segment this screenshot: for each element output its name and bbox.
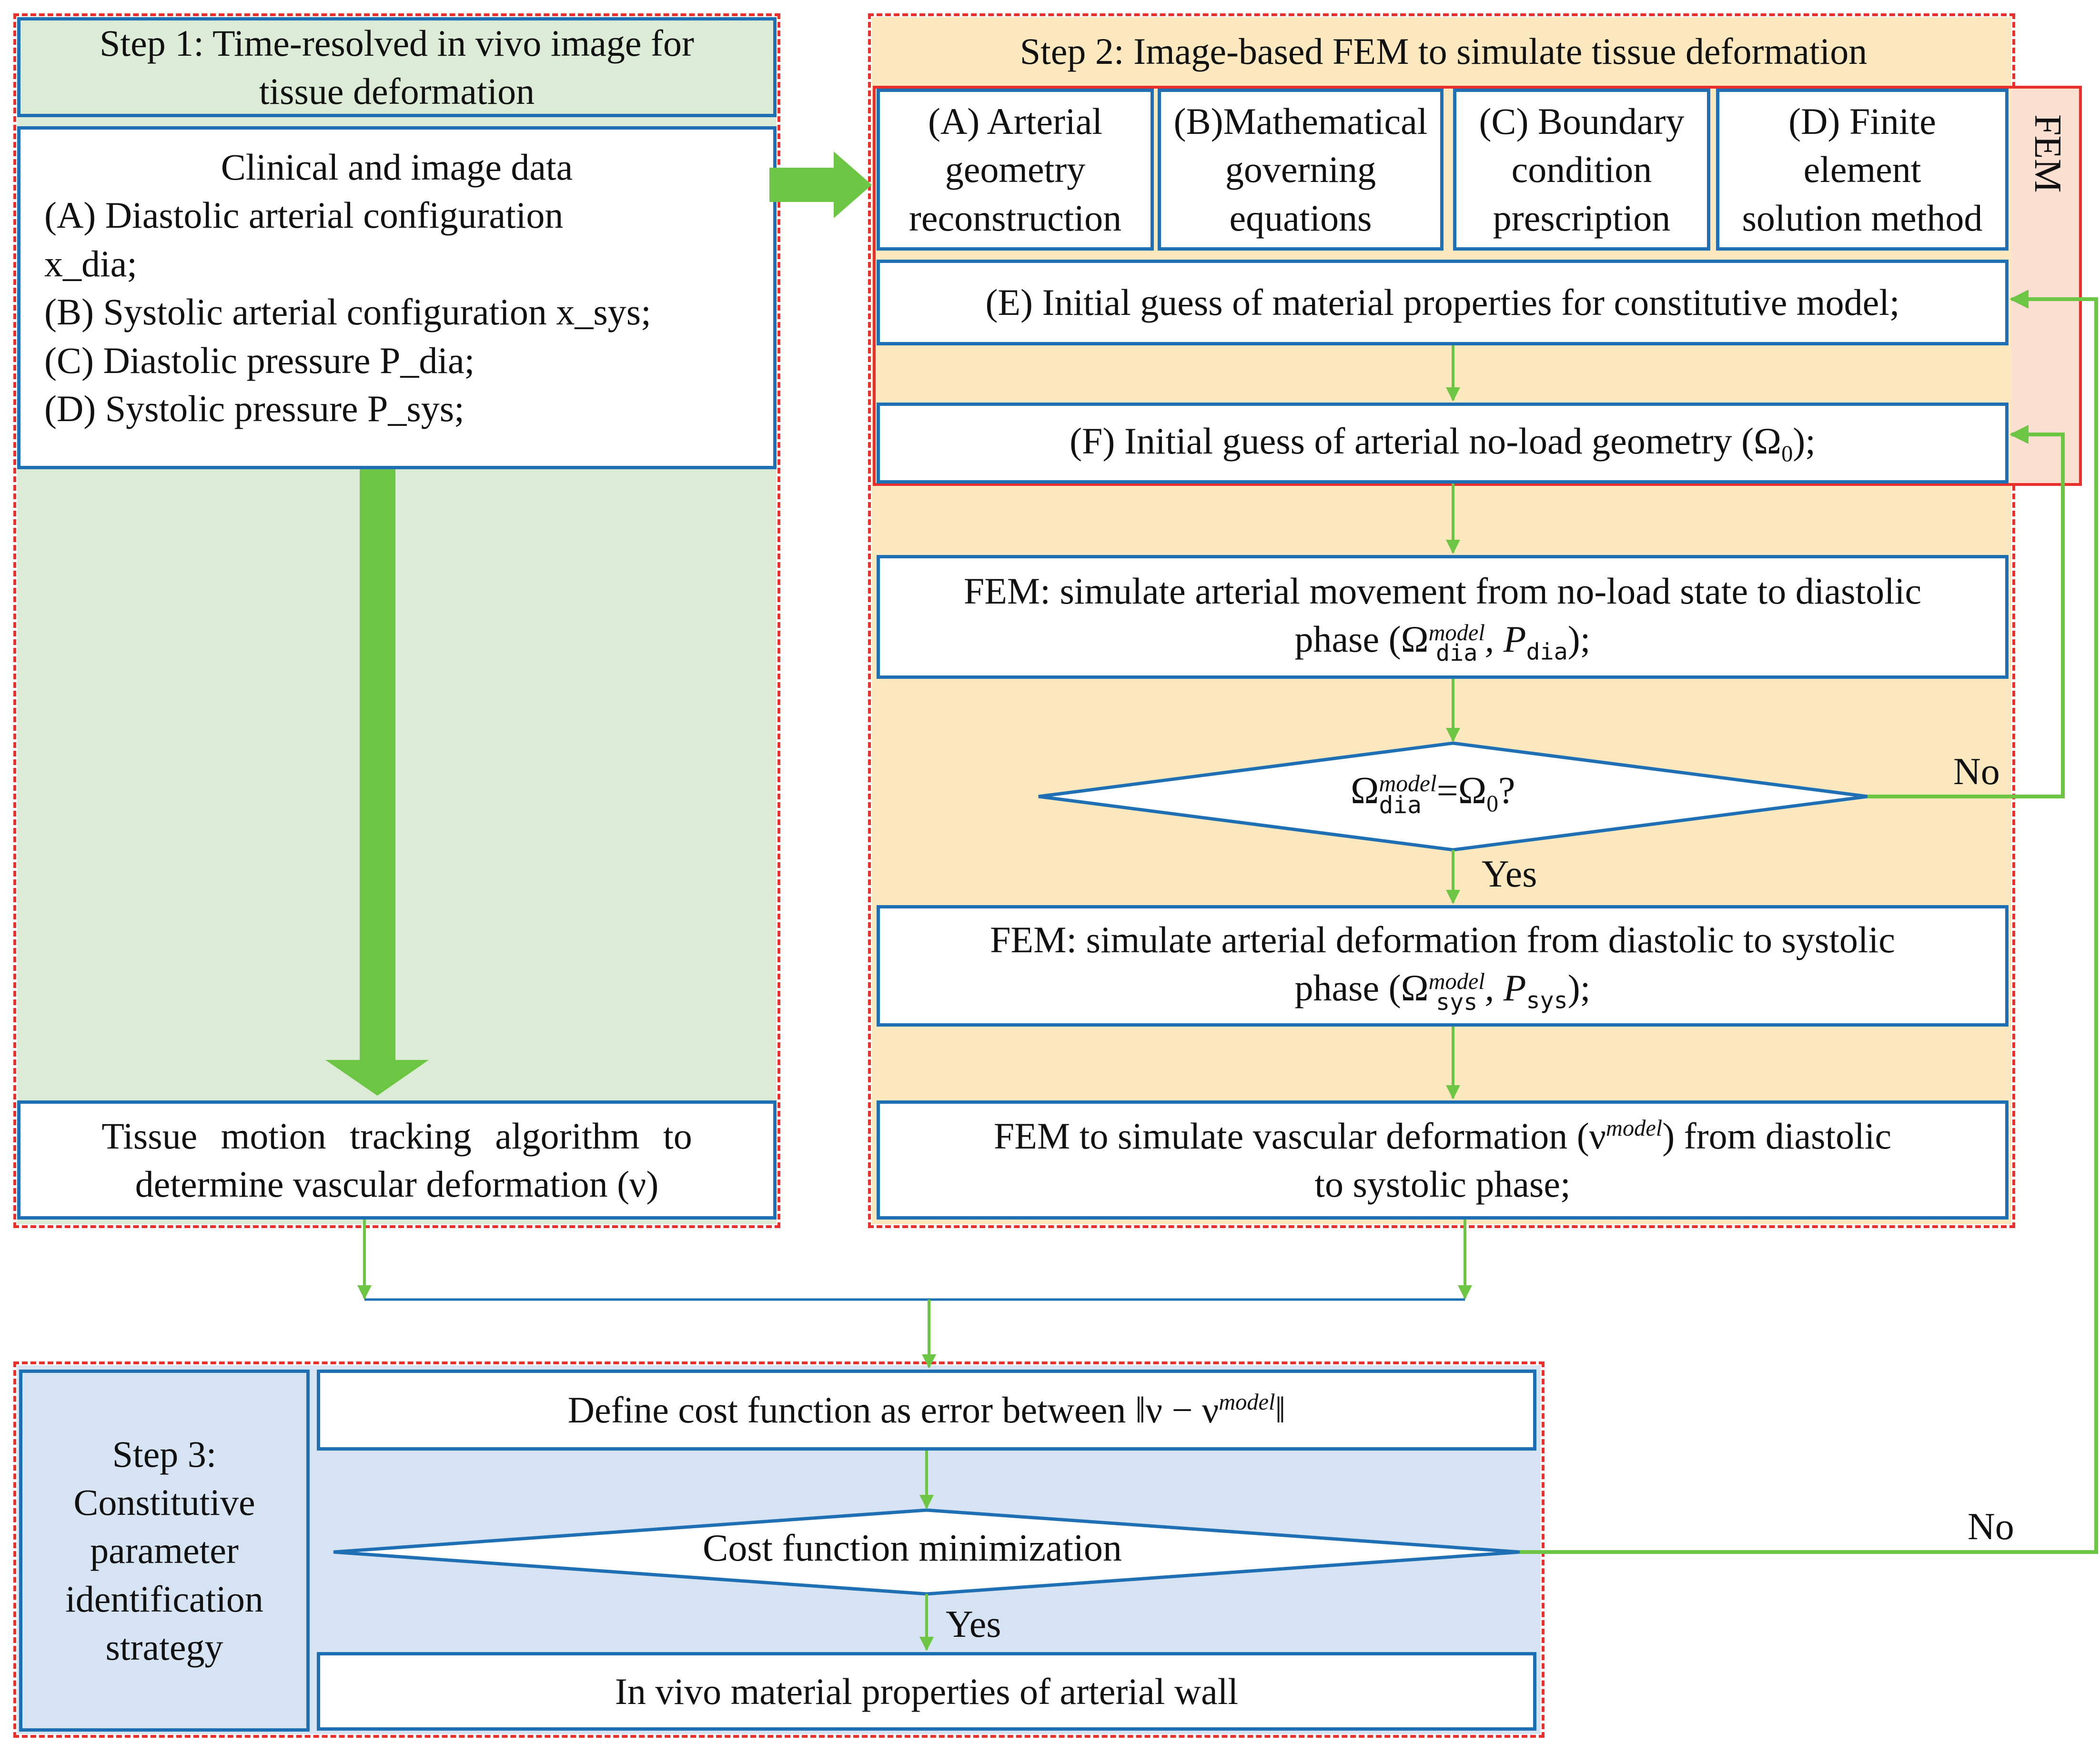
result-box: In vivo material properties of arterial … (317, 1652, 1536, 1731)
sim-diastolic-line1: FEM: simulate arterial movement from no-… (963, 570, 1922, 612)
step1-header-line1: Step 1: Time-resolved in vivo image for (100, 22, 694, 64)
big-arrow-down (325, 469, 429, 1096)
step2-header: Step 2: Image-based FEM to simulate tiss… (877, 19, 2010, 83)
step1-region (13, 13, 780, 1228)
step1-header-line2: tissue deformation (259, 71, 535, 112)
clinical-item-a: (A) Diastolic arterial configuration (44, 194, 564, 236)
vascular-sim-line2: to systolic phase; (1314, 1163, 1571, 1205)
vascular-sim-box: FEM to simulate vascular deformation (νm… (877, 1100, 2009, 1220)
cost-function-text: Define cost function as error between ‖ν… (567, 1389, 1286, 1431)
decision-yes-label: Yes (1482, 853, 1537, 895)
step3-region (13, 1361, 1545, 1738)
step2-header-text: Step 2: Image-based FEM to simulate tiss… (1020, 30, 1868, 72)
fem-block-boundary: (C) Boundary condition prescription (1453, 89, 1710, 251)
cost-function-box: Define cost function as error between ‖ν… (317, 1370, 1536, 1451)
tracking-line1: Tissue motion tracking algorithm to (101, 1115, 692, 1157)
big-arrow-right (769, 151, 872, 218)
clinical-data-title: Clinical and image data (221, 146, 573, 188)
clinical-item-a-cont: x_dia; (44, 242, 137, 284)
step1-header: Step 1: Time-resolved in vivo image for … (17, 17, 777, 117)
step2-region (868, 13, 2015, 1228)
clinical-item-d: (D) Systolic pressure P_sys; (44, 387, 464, 429)
fem-block-equations: (B)Mathematical governing equations (1158, 89, 1444, 251)
fem-block-geometry: (A) Arterial geometry reconstruction (877, 89, 1154, 251)
vascular-sim-line1: FEM to simulate vascular deformation (νm… (993, 1115, 1892, 1157)
fem-label: FEM (2027, 114, 2069, 193)
sim-systolic-box: FEM: simulate arterial deformation from … (877, 905, 2009, 1027)
fem-group (873, 86, 2082, 486)
initial-geometry-box: (F) Initial guess of arterial no-load ge… (877, 403, 2009, 484)
tracking-box: Tissue motion tracking algorithm to dete… (17, 1100, 777, 1220)
step3-label-box: Step 3: Constitutive parameter identific… (19, 1370, 310, 1732)
tracking-line2: determine vascular deformation (ν) (135, 1163, 659, 1205)
decision-no-label: No (1953, 751, 2000, 793)
initial-material-text: (E) Initial guess of material properties… (985, 282, 1900, 323)
minimization-no-loop (1520, 290, 2098, 1554)
sim-systolic-line1: FEM: simulate arterial deformation from … (990, 919, 1895, 961)
initial-material-box: (E) Initial guess of material properties… (877, 260, 2009, 345)
clinical-item-b: (B) Systolic arterial configuration x_sy… (44, 291, 651, 333)
initial-geometry-text: (F) Initial guess of arterial no-load ge… (1070, 420, 1816, 467)
result-text: In vivo material properties of arterial … (615, 1670, 1239, 1712)
fem-block-solution: (D) Finite element solution method (1716, 89, 2009, 251)
fem-side-panel (2011, 89, 2079, 483)
decision-no-loop (1868, 425, 2065, 798)
minimization-no-label: No (1968, 1506, 2014, 1548)
minimization-text: Cost function minimization (703, 1527, 1122, 1569)
clinical-data-box: Clinical and image data (A) Diastolic ar… (17, 126, 777, 469)
minimization-yes-label: Yes (946, 1603, 1001, 1645)
clinical-item-c: (C) Diastolic pressure P_dia; (44, 339, 475, 381)
sim-diastolic-box: FEM: simulate arterial movement from no-… (877, 555, 2009, 679)
